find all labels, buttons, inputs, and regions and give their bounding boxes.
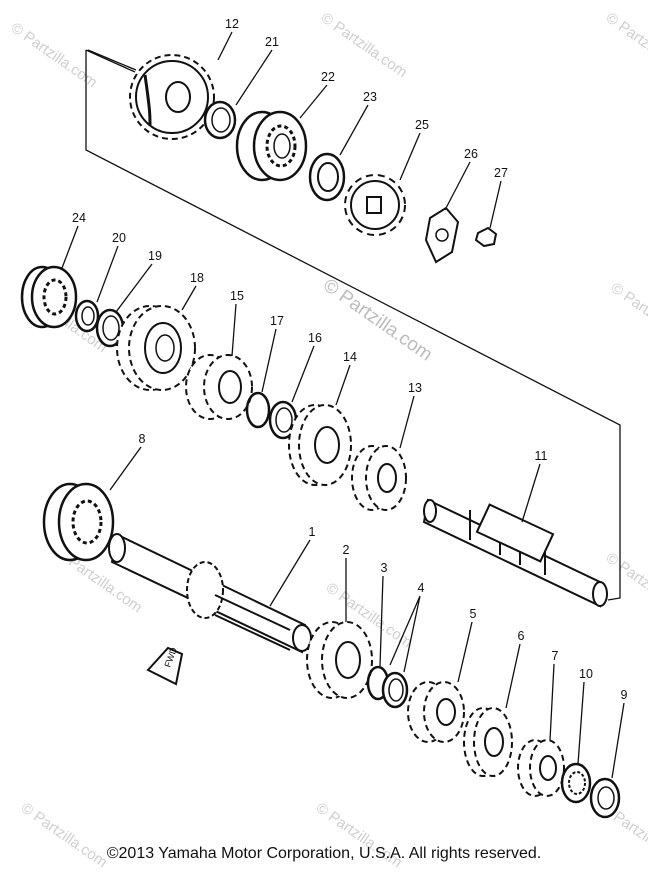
- gear-5: [407, 681, 465, 743]
- bearing-22: [235, 110, 308, 182]
- watermark-center: © Partzilla.com: [319, 275, 436, 366]
- drive-axle-11: [422, 498, 608, 608]
- callout-21: 21: [265, 35, 279, 49]
- part-callouts: 12 21 22 23 25 26 27 24 20 19 18 15 17 1…: [72, 17, 627, 702]
- leader-lines: [61, 31, 625, 779]
- bearing-24: [20, 265, 78, 329]
- callout-20: 20: [112, 231, 126, 245]
- callout-16: 16: [308, 331, 322, 345]
- callout-17: 17: [270, 314, 284, 328]
- callout-10: 10: [579, 667, 593, 681]
- bearing-10: [560, 762, 592, 804]
- callout-8: 8: [139, 432, 146, 446]
- assembly-frame-line: [85, 49, 621, 601]
- washer-16: [268, 400, 298, 440]
- callout-11: 11: [535, 449, 548, 463]
- callout-1: 1: [309, 525, 316, 539]
- callout-12: 12: [225, 17, 239, 31]
- callout-5: 5: [470, 607, 477, 621]
- watermark: © Partzilla.com: [608, 279, 648, 351]
- gear-13: [351, 445, 407, 511]
- circlip-17: [245, 391, 271, 429]
- callout-15: 15: [230, 289, 244, 303]
- washer-9: [589, 777, 621, 819]
- callout-4: 4: [418, 581, 425, 595]
- callout-6: 6: [518, 629, 525, 643]
- washer-21: [203, 100, 237, 140]
- washer-4: [381, 671, 409, 709]
- bearing-8: [42, 482, 115, 562]
- copyright-notice: ©2013 Yamaha Motor Corporation, U.S.A. A…: [106, 845, 542, 862]
- callout-19: 19: [148, 249, 162, 263]
- callout-18: 18: [190, 271, 204, 285]
- callout-22: 22: [321, 70, 335, 84]
- callout-23: 23: [363, 90, 377, 104]
- washer-19: [95, 308, 125, 348]
- watermark: © Partzilla.com: [603, 9, 648, 81]
- callout-27: 27: [494, 166, 508, 180]
- sprocket-25: [344, 174, 406, 236]
- main-axle-1: [108, 533, 312, 654]
- callout-7: 7: [552, 649, 559, 663]
- callout-2: 2: [343, 543, 350, 557]
- callout-25: 25: [415, 118, 429, 132]
- gear-15: [185, 354, 253, 420]
- nut-27: [474, 226, 498, 248]
- callout-26: 26: [464, 147, 478, 161]
- gear-6: [463, 707, 513, 777]
- gear-12: [129, 54, 215, 140]
- gear-7: [517, 739, 565, 797]
- gear-14: [288, 404, 352, 486]
- lockwasher-26: [424, 206, 460, 264]
- callout-24: 24: [72, 211, 86, 225]
- assembly-frame: [87, 49, 137, 71]
- callout-14: 14: [343, 350, 357, 364]
- callout-9: 9: [621, 688, 628, 702]
- seal-23: [308, 152, 346, 202]
- washer-20: [74, 299, 100, 333]
- fwd-arrow: FWD: [146, 646, 184, 686]
- callout-13: 13: [408, 381, 422, 395]
- gear-18: [116, 305, 196, 391]
- watermark: © Partzilla.com: [603, 549, 648, 621]
- gear-2: [306, 621, 373, 699]
- callout-3: 3: [381, 561, 388, 575]
